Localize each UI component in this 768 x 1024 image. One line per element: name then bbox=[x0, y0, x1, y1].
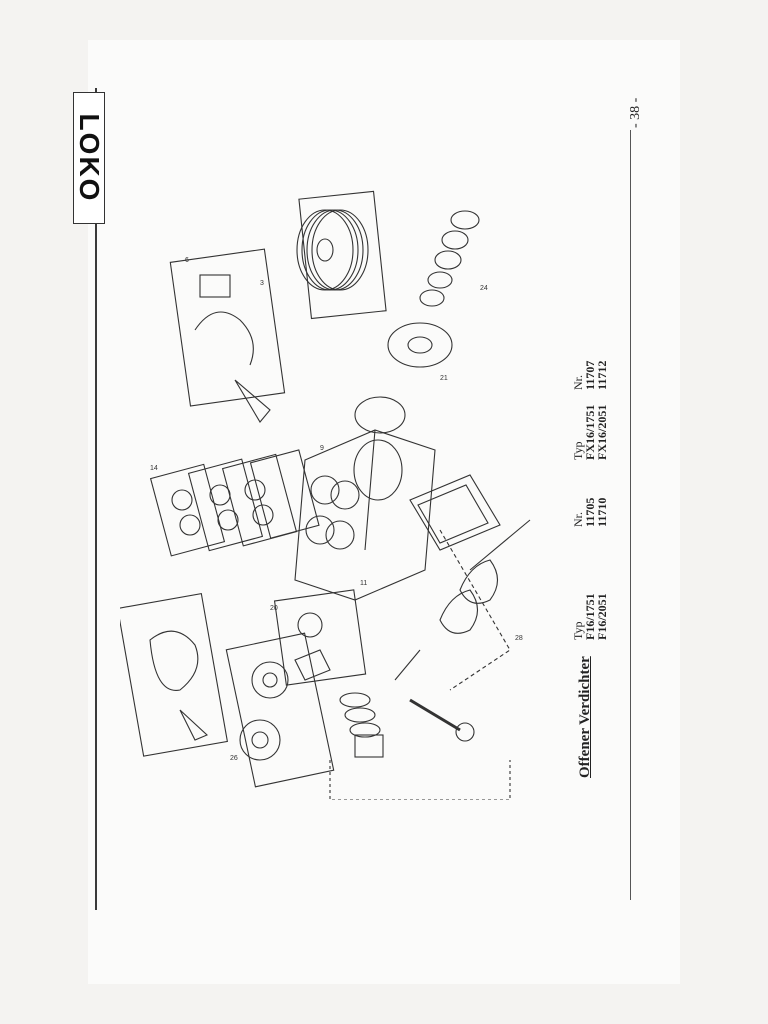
page-number: - 38 - bbox=[628, 97, 643, 128]
part-label: 20 bbox=[270, 605, 278, 612]
left-margin-rule bbox=[95, 88, 97, 910]
bearing-housing-icon bbox=[387, 322, 453, 368]
part-label: 11 bbox=[360, 580, 367, 587]
brand-logo-text: LOKO bbox=[74, 113, 105, 203]
table-cell: FX16/2051 bbox=[595, 404, 609, 460]
part-label: 3 bbox=[260, 280, 264, 287]
part-label: 9 bbox=[320, 445, 324, 452]
connecting-rod-icon bbox=[409, 698, 461, 732]
side-cover-plate bbox=[409, 474, 501, 551]
part-label: 26 bbox=[230, 755, 238, 762]
seal-stack-icon bbox=[419, 210, 480, 307]
flange-plates-box bbox=[225, 632, 335, 788]
right-margin-rule bbox=[630, 130, 631, 900]
left-valve-assembly-box bbox=[120, 593, 229, 757]
small-parts-box bbox=[273, 589, 367, 686]
part-label: 6 bbox=[185, 257, 189, 264]
part-label: 28 bbox=[515, 635, 523, 642]
pulley-icon bbox=[296, 209, 369, 291]
piston-rings-icon bbox=[339, 692, 384, 758]
flange-icon bbox=[251, 661, 289, 699]
cylinder-head-plates bbox=[149, 449, 320, 557]
table-cell: 11712 bbox=[595, 360, 609, 390]
crankcase-block bbox=[294, 429, 436, 601]
brand-logo: LOKO bbox=[73, 92, 105, 224]
paper-sheet bbox=[88, 40, 680, 984]
exploded-parts-drawing: 6 3 9 11 14 20 21 24 26 28 bbox=[120, 190, 531, 800]
part-label: 14 bbox=[150, 465, 158, 472]
pulley-inset-box bbox=[298, 190, 387, 320]
crankshaft-icon bbox=[394, 519, 531, 681]
valve-assembly-box bbox=[169, 248, 286, 407]
part-label: 24 bbox=[480, 285, 488, 292]
document-title: Offener Verdichter bbox=[577, 656, 593, 778]
part-label: 21 bbox=[440, 375, 448, 382]
table-cell: F16/2051 bbox=[595, 593, 609, 640]
table-cell: 11710 bbox=[595, 497, 609, 527]
